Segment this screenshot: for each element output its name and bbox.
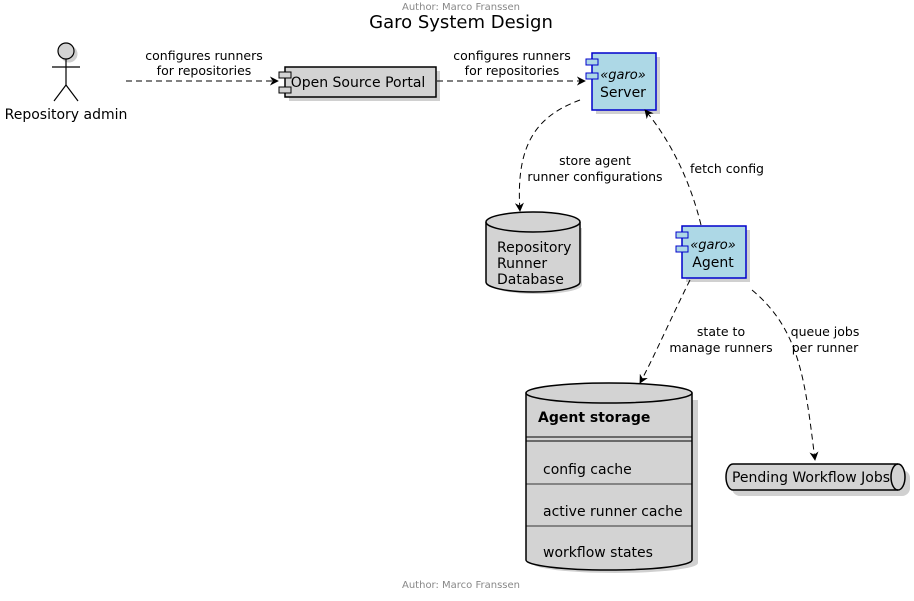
database-repository-runner: Repository Runner Database (485, 211, 582, 294)
edge-agent-storage-label-1: state to (697, 324, 745, 339)
queue-pending-workflow-jobs: Pending Workflow Jobs (725, 463, 910, 496)
database-agent-storage: Agent storage config cache active runner… (525, 382, 698, 573)
portal-label: Open Source Portal (291, 75, 426, 91)
actor-repository-admin: Repository admin (5, 42, 128, 123)
agent-storage-item-workflow-states: workflow states (543, 545, 653, 561)
edge-agent-storage-label-2: manage runners (669, 340, 772, 355)
edge-agent-to-queue (751, 289, 819, 461)
repo-db-line-1: Repository (497, 240, 571, 256)
edge-portal-server-label-1: configures runners (453, 48, 570, 63)
agent-storage-title: Agent storage (538, 410, 650, 426)
edge-server-db-label-2: runner configurations (527, 169, 662, 184)
diagram-title: Garo System Design (369, 12, 553, 33)
edge-admin-portal-label-1: configures runners (145, 48, 262, 63)
repo-db-line-2: Runner (497, 256, 547, 272)
actor-label: Repository admin (5, 107, 128, 123)
queue-label: Pending Workflow Jobs (732, 470, 890, 486)
header-author: Author: Marco Franssen (402, 2, 520, 13)
edge-agent-server-label: fetch config (690, 161, 764, 176)
agent-label: Agent (692, 255, 734, 271)
server-stereotype: «garo» (600, 68, 646, 83)
agent-storage-item-config-cache: config cache (543, 462, 632, 478)
footer-author: Author: Marco Franssen (402, 580, 520, 591)
agent-stereotype: «garo» (690, 238, 736, 253)
edge-agent-queue-label-1: queue jobs (791, 324, 860, 339)
edge-portal-server-label-2: for repositories (465, 63, 560, 78)
component-agent: «garo» Agent (675, 225, 750, 282)
component-open-source-portal: Open Source Portal (278, 66, 440, 101)
repo-db-line-3: Database (497, 272, 564, 288)
agent-storage-item-active-runner-cache: active runner cache (543, 504, 683, 520)
edge-agent-queue-label-2: per runner (792, 340, 859, 355)
edge-server-to-db (514, 99, 581, 212)
edge-admin-portal-label-2: for repositories (157, 63, 252, 78)
edge-agent-to-storage (639, 279, 691, 384)
edge-agent-to-server (644, 109, 702, 226)
component-server: «garo» Server (585, 52, 660, 114)
edge-server-db-label-1: store agent (559, 153, 631, 168)
server-label: Server (600, 85, 646, 101)
